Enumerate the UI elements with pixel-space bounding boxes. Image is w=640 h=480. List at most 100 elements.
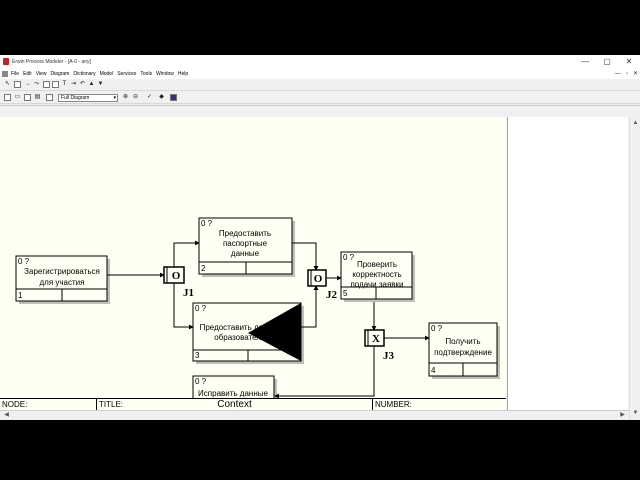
window-title: Erwin Process Modeler - [А-0 - any] xyxy=(12,59,91,65)
menu-bar: File Edit View Diagram Dictionary Model … xyxy=(0,69,640,79)
arrow-j3-a6 xyxy=(274,346,375,399)
arrow-a3-j2 xyxy=(301,285,319,328)
scroll-left-icon[interactable]: ◀ xyxy=(4,412,9,418)
squiggle-tool-icon[interactable]: ⤳ xyxy=(34,81,39,87)
horizontal-scrollbar[interactable]: ◀ ▶ xyxy=(0,410,629,420)
zoom-out-icon[interactable]: ⊖ xyxy=(132,94,139,100)
activity-cost: 0 ? xyxy=(343,253,355,262)
scroll-down-icon[interactable]: ▼ xyxy=(632,410,639,416)
save-icon[interactable] xyxy=(24,94,31,101)
idef0-diagram: 0 ? Зарегистрироваться для участия 1 0 ?… xyxy=(15,217,500,410)
properties-tool-icon[interactable] xyxy=(52,81,59,88)
menu-dictionary[interactable]: Dictionary xyxy=(73,71,96,77)
activity-label: паспортные xyxy=(223,239,268,248)
footer-number-label: NUMBER: xyxy=(375,400,412,409)
spell-check-icon[interactable]: ✓ xyxy=(146,94,153,100)
activity-label: Получить xyxy=(445,337,480,346)
activity-label: данные xyxy=(231,249,260,258)
diagram-tool-icon[interactable] xyxy=(43,81,50,88)
diagram-select-value: Full Diagram xyxy=(61,95,90,101)
open-folder-icon[interactable]: ▭ xyxy=(14,94,21,100)
menu-diagram[interactable]: Diagram xyxy=(50,71,70,77)
activity-label: Предоставить xyxy=(219,229,271,238)
junction-j2[interactable]: O J2 xyxy=(307,269,338,301)
junction-j1[interactable]: O J1 xyxy=(163,266,194,299)
activity-cost: 0 ? xyxy=(431,324,443,333)
mdi-close-button[interactable]: ✕ xyxy=(632,71,638,77)
junction-tool-icon[interactable]: ⇥ xyxy=(70,81,77,87)
document-icon[interactable] xyxy=(2,71,8,77)
activity-box[interactable]: 0 ? Предоставить паспортные данные 2 xyxy=(198,217,295,277)
menu-edit[interactable]: Edit xyxy=(23,71,32,77)
scroll-right-icon[interactable]: ▶ xyxy=(620,412,625,418)
menu-model[interactable]: Model xyxy=(99,71,114,77)
menu-file[interactable]: File xyxy=(11,71,20,77)
activity-box-tool-icon[interactable] xyxy=(14,81,21,88)
activity-cost: 0 ? xyxy=(201,219,213,228)
diagram-select[interactable]: Full Diagram ▾ xyxy=(58,94,118,102)
activity-number: 5 xyxy=(343,289,348,298)
activity-number: 3 xyxy=(195,351,200,360)
model-explorer-icon[interactable]: ◆ xyxy=(159,94,164,100)
activity-number: 1 xyxy=(18,291,23,300)
menu-help[interactable]: Help xyxy=(177,71,189,77)
close-button[interactable]: ✕ xyxy=(625,57,633,66)
menu-view[interactable]: View xyxy=(35,71,47,77)
activity-cost: 0 ? xyxy=(195,377,207,386)
footer-title-label: TITLE: Context xyxy=(97,399,373,410)
activity-box[interactable]: 0 ? Получить подтверждение 4 xyxy=(428,322,500,379)
app-icon xyxy=(3,58,9,65)
activity-box[interactable]: 0 ? Проверить корректность подачи заявки… xyxy=(340,251,415,302)
menu-window[interactable]: Window xyxy=(156,71,174,77)
junction-symbol: X xyxy=(372,333,380,345)
junction-symbol: O xyxy=(172,270,181,282)
diagram-canvas[interactable]: 0 ? Зарегистрироваться для участия 1 0 ?… xyxy=(0,117,506,410)
chevron-down-icon: ▾ xyxy=(113,95,116,101)
new-file-icon[interactable] xyxy=(4,94,11,101)
minimize-button[interactable]: — xyxy=(581,57,589,66)
activity-box[interactable]: 0 ? Зарегистрироваться для участия 1 xyxy=(15,255,110,304)
activity-label: Зарегистрироваться xyxy=(24,267,100,276)
selection-marker-icon xyxy=(248,303,301,361)
toolbar-divider xyxy=(0,105,640,106)
footer-context: Context xyxy=(217,399,252,410)
print-icon[interactable]: ▤ xyxy=(34,94,41,100)
activity-label: подтверждение xyxy=(434,348,492,357)
zoom-icon[interactable]: ⊕ xyxy=(122,94,129,100)
menu-tools[interactable]: Tools xyxy=(140,71,153,77)
junction-label: J2 xyxy=(326,289,338,301)
dictionary-icon[interactable] xyxy=(170,94,177,101)
activity-label: для участия xyxy=(40,278,85,287)
junction-symbol: O xyxy=(314,273,323,285)
go-down-icon[interactable]: ▼ xyxy=(97,81,104,87)
junction-label: J1 xyxy=(183,287,194,299)
app-screen: Erwin Process Modeler - [А-0 - any] — ▢ … xyxy=(0,55,640,420)
menu-services[interactable]: Services xyxy=(117,71,137,77)
activity-label: Проверить xyxy=(357,260,397,269)
diagram-view-icon[interactable] xyxy=(46,94,53,101)
activity-cost: 0 ? xyxy=(195,304,207,313)
arrow-j1-a3 xyxy=(173,283,194,330)
footer-node-label: NODE: xyxy=(0,399,97,410)
standard-toolbar: ▭ ▤ Full Diagram ▾ ⊕ ⊖ ✓ ◆ xyxy=(0,92,640,104)
arrow-a2-j2 xyxy=(292,242,319,271)
text-tool-icon[interactable]: T xyxy=(62,81,67,87)
activity-label: подачи заявки xyxy=(350,280,403,289)
title-bar: Erwin Process Modeler - [А-0 - any] — ▢ … xyxy=(0,55,640,69)
undo-tool-icon[interactable]: ↶ xyxy=(79,81,86,87)
activity-label: Предоставить документы xyxy=(200,323,295,332)
activity-number: 4 xyxy=(431,366,436,375)
mdi-restore-button[interactable]: ▫ xyxy=(625,71,628,77)
activity-label: корректность xyxy=(352,270,401,279)
arrow-tool-icon[interactable]: → xyxy=(24,81,31,87)
arrow-j1-a2 xyxy=(173,240,200,267)
activity-box-selected[interactable]: 0 ? Предоставить документы образовательн… xyxy=(192,302,304,364)
scroll-up-icon[interactable]: ▲ xyxy=(632,120,639,126)
pointer-tool-icon[interactable]: ↖ xyxy=(4,81,11,87)
go-up-icon[interactable]: ▲ xyxy=(88,81,95,87)
mdi-minimize-button[interactable]: — xyxy=(614,71,621,77)
vertical-scrollbar[interactable]: ▲ ▼ xyxy=(629,117,640,420)
maximize-button[interactable]: ▢ xyxy=(603,57,611,66)
junction-j3[interactable]: X J3 xyxy=(364,329,395,362)
activity-label: образовательные xyxy=(214,333,280,342)
